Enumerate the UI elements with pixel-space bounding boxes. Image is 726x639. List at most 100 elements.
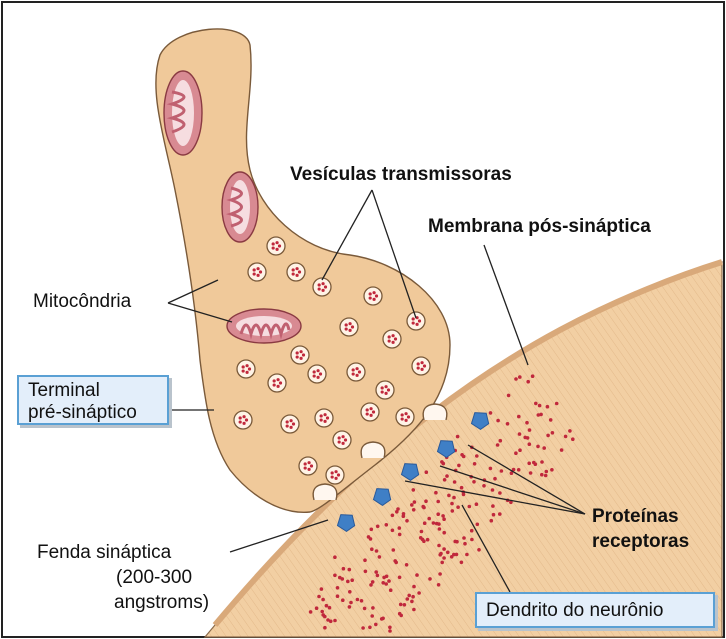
neurotransmitter-dot (498, 512, 502, 516)
neurotransmitter-dot (360, 599, 364, 603)
vesicle (308, 365, 326, 383)
neurotransmitter-dot (518, 448, 522, 452)
neurotransmitter-dot (551, 431, 555, 435)
neurotransmitter-dot (507, 394, 511, 398)
label-proteinas-1: Proteínas (592, 506, 679, 527)
neurotransmitter-dot (422, 539, 426, 543)
neurotransmitter-dot (378, 555, 382, 559)
neurotransmitter-dot (456, 505, 460, 509)
neurotransmitter-dot (544, 474, 548, 478)
neurotransmitter-dot (475, 454, 479, 458)
neurotransmitter-dot (333, 574, 337, 578)
neurotransmitter-dot (456, 435, 460, 439)
neurotransmitter-dot (455, 540, 459, 544)
vesicle (347, 363, 365, 381)
neurotransmitter-dot (437, 583, 441, 587)
vesicle (267, 237, 285, 255)
neurotransmitter-dot (428, 577, 432, 581)
neurotransmitter-dot (439, 552, 443, 556)
neurotransmitter-dot (363, 558, 367, 562)
neurotransmitter-dot (346, 580, 350, 584)
neurotransmitter-dot (517, 468, 521, 472)
label-proteinas-2: receptoras (592, 531, 689, 552)
vesicle (248, 263, 266, 281)
neurotransmitter-dot (403, 603, 407, 607)
neurotransmitter-dot (542, 446, 546, 450)
neurotransmitter-dot (399, 603, 403, 607)
neurotransmitter-dot (317, 595, 321, 599)
neurotransmitter-dot (560, 448, 564, 452)
mitochondrion-1 (164, 71, 202, 155)
neurotransmitter-dot (500, 469, 504, 473)
neurotransmitter-dot (315, 606, 319, 610)
neurotransmitter-dot (321, 598, 325, 602)
neurotransmitter-dot (526, 436, 530, 440)
neurotransmitter-dot (475, 502, 479, 506)
neurotransmitter-dot (348, 568, 352, 572)
neurotransmitter-dot (450, 502, 454, 506)
vesicle (361, 403, 379, 421)
neurotransmitter-dot (442, 556, 446, 560)
neurotransmitter-dot (525, 421, 529, 425)
neurotransmitter-dot (328, 606, 332, 610)
neurotransmitter-dot (437, 544, 441, 548)
neurotransmitter-dot (419, 536, 423, 540)
neurotransmitter-dot (388, 626, 392, 630)
neurotransmitter-dot (550, 468, 554, 472)
neurotransmitter-dot (455, 553, 459, 557)
neurotransmitter-dot (489, 467, 493, 471)
neurotransmitter-dot (460, 486, 464, 490)
neurotransmitter-dot (489, 411, 493, 415)
neurotransmitter-dot (527, 462, 531, 466)
neurotransmitter-dot (391, 514, 395, 518)
neurotransmitter-dot (518, 375, 522, 379)
neurotransmitter-dot (460, 453, 464, 457)
neurotransmitter-dot (420, 530, 424, 534)
neurotransmitter-dot (412, 488, 416, 492)
neurotransmitter-dot (441, 514, 445, 518)
neurotransmitter-dot (368, 626, 372, 630)
neurotransmitter-dot (499, 439, 503, 443)
neurotransmitter-dot (336, 586, 340, 590)
neurotransmitter-dot (384, 582, 388, 586)
label-terminal-2: pré-sináptico (28, 402, 167, 424)
neurotransmitter-dot (370, 528, 374, 532)
neurotransmitter-dot (338, 576, 342, 580)
neurotransmitter-dot (491, 488, 495, 492)
neurotransmitter-dot (443, 478, 447, 482)
neurotransmitter-dot (442, 547, 446, 551)
neurotransmitter-dot (451, 509, 455, 513)
neurotransmitter-dot (476, 523, 480, 527)
neurotransmitter-dot (477, 548, 481, 552)
neurotransmitter-dot (460, 561, 464, 565)
neurotransmitter-dot (496, 443, 500, 447)
label-membrana: Membrana pós-sináptica (428, 216, 651, 237)
neurotransmitter-dot (468, 505, 472, 509)
neurotransmitter-dot (375, 549, 379, 553)
vesicle (299, 457, 317, 475)
neurotransmitter-dot (374, 623, 378, 627)
neurotransmitter-dot (415, 573, 419, 577)
vesicle (237, 360, 255, 378)
neurotransmitter-dot (440, 561, 444, 565)
neurotransmitter-dot (321, 613, 325, 617)
neurotransmitter-dot (496, 419, 500, 423)
neurotransmitter-dot (398, 533, 402, 537)
neurotransmitter-dot (546, 405, 550, 409)
neurotransmitter-dot (356, 598, 360, 602)
vesicle (340, 318, 358, 336)
neurotransmitter-dot (546, 434, 550, 438)
neurotransmitter-dot (406, 597, 410, 601)
vesicle (396, 408, 414, 426)
neurotransmitter-dot (463, 542, 467, 546)
neurotransmitter-dot (526, 380, 530, 384)
neurotransmitter-dot (568, 429, 572, 433)
vesicle (376, 381, 394, 399)
neurotransmitter-dot (410, 503, 414, 507)
neurotransmitter-dot (348, 590, 352, 594)
neurotransmitter-dot (473, 462, 477, 466)
neurotransmitter-dot (437, 522, 441, 526)
terminal-label-box: Terminal pré-sináptico (17, 375, 169, 425)
neurotransmitter-dot (405, 519, 409, 523)
neurotransmitter-dot (398, 526, 402, 530)
